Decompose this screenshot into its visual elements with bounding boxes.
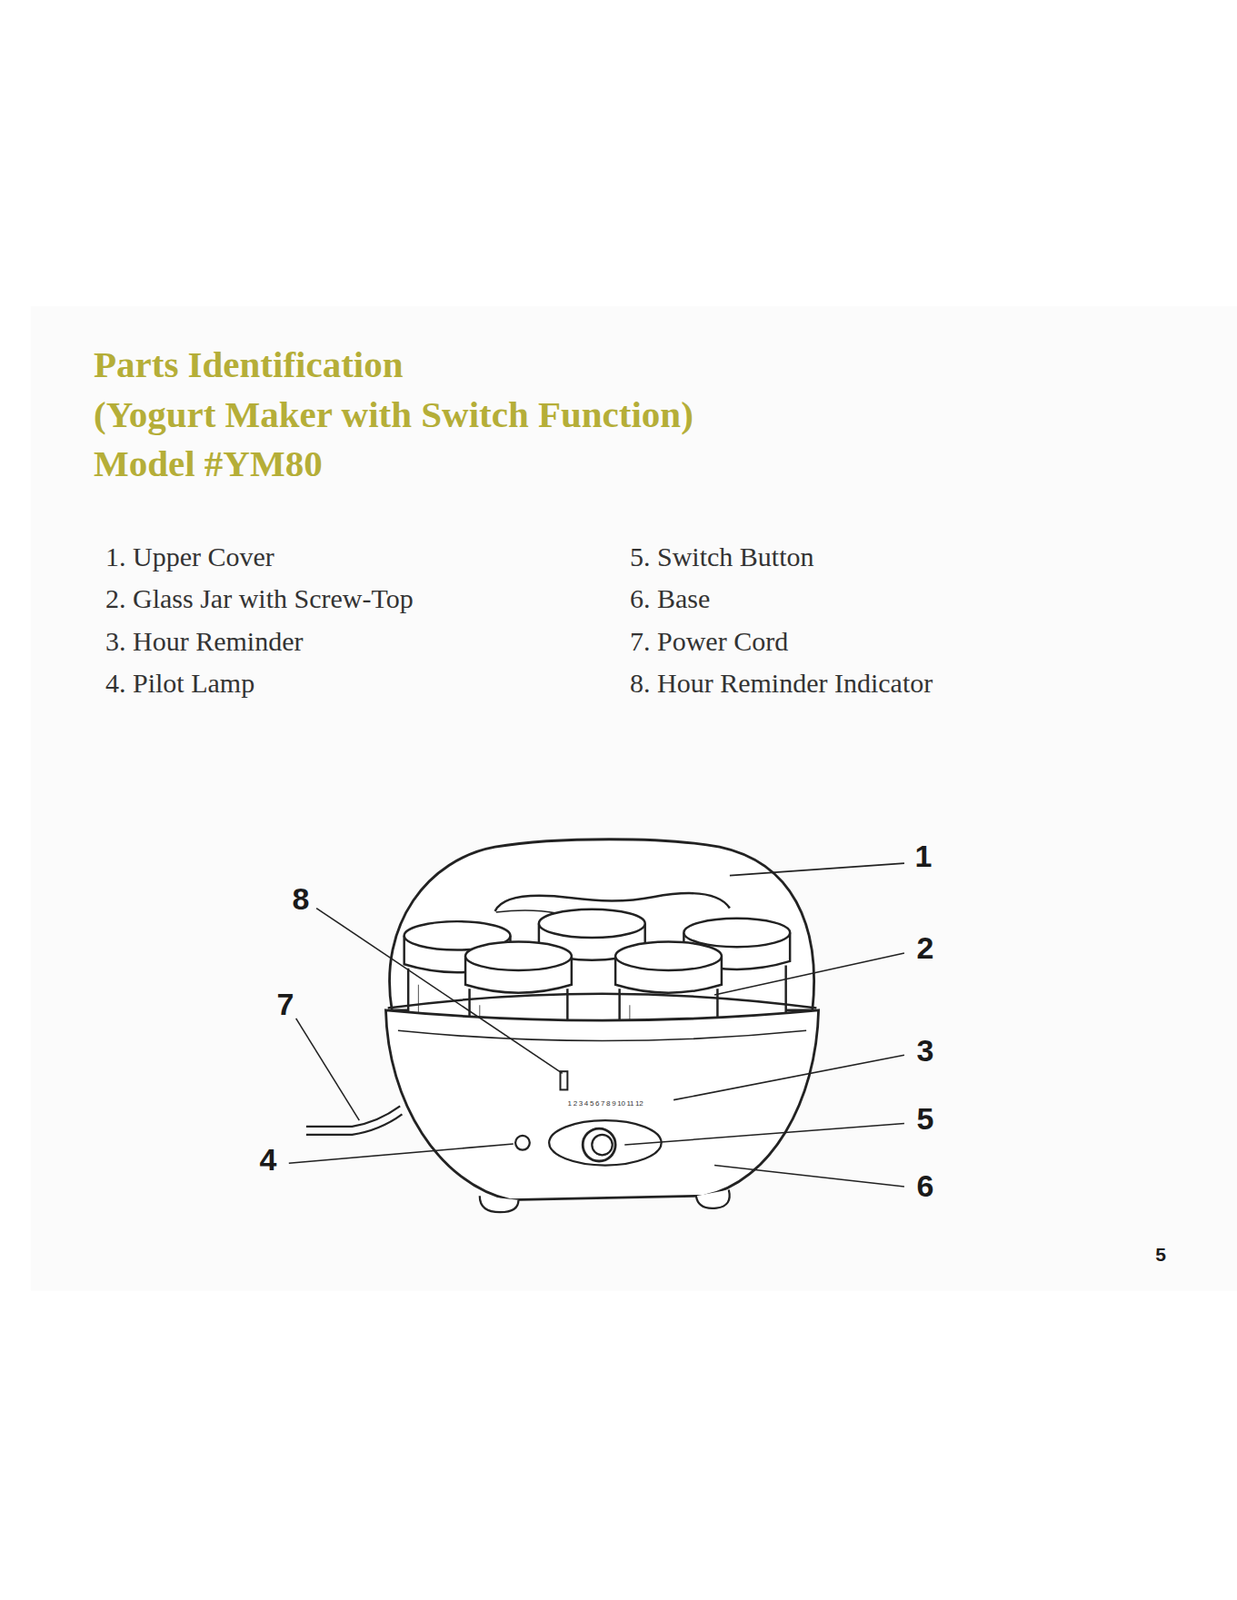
part-name: 7. Power Cord xyxy=(629,626,789,659)
part-name: 4. Pilot Lamp xyxy=(105,668,255,700)
part-name: 3. Hour Reminder xyxy=(105,626,303,659)
hour-scale: 1 2 3 4 5 6 7 8 9 10 11 12 xyxy=(568,1099,644,1108)
callout-number: 4 xyxy=(259,1142,278,1178)
heading: Parts Identification xyxy=(93,343,404,387)
callout-number: 8 xyxy=(292,881,310,918)
part-name: 6. Base xyxy=(629,583,710,616)
part-name: 1. Upper Cover xyxy=(105,541,275,574)
callout-number: 5 xyxy=(917,1101,935,1138)
callout-number: 7 xyxy=(277,987,295,1023)
part-name: 8. Hour Reminder Indicator xyxy=(629,668,933,700)
callout-number: 1 xyxy=(915,838,933,875)
callout-number: 3 xyxy=(917,1033,935,1069)
page-number: 5 xyxy=(1155,1244,1167,1267)
heading: Model #YM80 xyxy=(93,442,323,486)
callout-number: 6 xyxy=(917,1168,935,1205)
part-name: 5. Switch Button xyxy=(629,541,815,574)
part-name: 2. Glass Jar with Screw-Top xyxy=(105,583,414,616)
callout-number: 2 xyxy=(917,930,935,967)
heading: (Yogurt Maker with Switch Function) xyxy=(93,393,694,437)
